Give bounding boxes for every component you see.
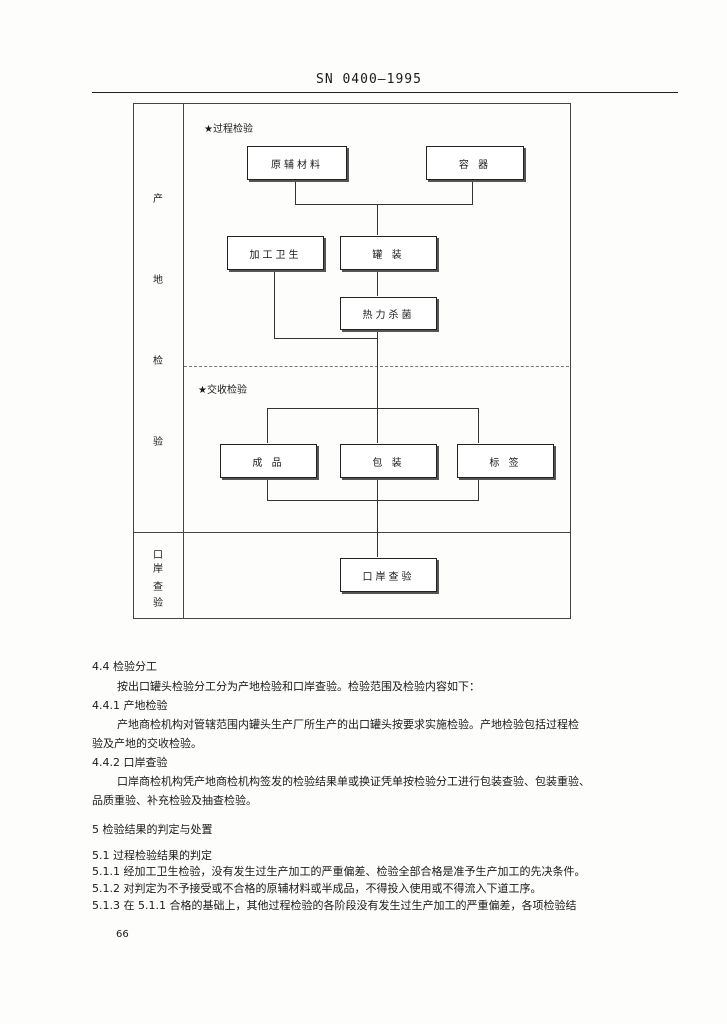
box-processing-hygiene: 加工卫生	[227, 236, 324, 270]
connector	[267, 408, 268, 443]
section-4-4-text: 按出口罐头检验分工分为产地检验和口岸查验。检验范围及检验内容如下：	[117, 680, 480, 693]
side-label-port-1: 口	[153, 550, 163, 561]
side-label-port-4: 验	[153, 598, 163, 609]
section-4-4-2-heading: 4.4.2 口岸查验	[92, 756, 168, 769]
connector	[295, 204, 473, 205]
connector	[295, 180, 296, 204]
section-4-4-heading: 4.4 检验分工	[92, 660, 157, 673]
header-rule	[92, 92, 678, 93]
box-packaging: 包 装	[340, 444, 437, 478]
side-label-origin-1: 产	[153, 194, 163, 205]
box-finished-product: 成 品	[220, 444, 317, 478]
standard-number: SN 0400—1995	[316, 72, 422, 87]
section-4-4-1-heading: 4.4.1 产地检验	[92, 699, 168, 712]
section-5-1-3: 5.1.3 在 5.1.1 合格的基础上，其他过程检验的各阶段没有发生过生产加工…	[92, 899, 577, 912]
side-label-origin-3: 检	[153, 356, 163, 367]
section-4-4-1-text-1: 产地商检机构对管辖范围内罐头生产厂所生产的出口罐头按要求实施检验。产地检验包括过…	[117, 718, 579, 731]
connector	[274, 338, 378, 339]
section-5-1-2: 5.1.2 对判定为不予接受或不合格的原辅材料或半成品，不得投入使用或不得流入下…	[92, 882, 542, 895]
connector	[478, 408, 479, 443]
section-4-4-1-text-2: 验及产地的交收检验。	[92, 737, 202, 750]
connector	[377, 330, 378, 408]
connector	[377, 478, 378, 557]
box-port-inspection: 口岸查验	[340, 558, 437, 592]
box-raw-materials: 原辅材料	[247, 146, 347, 180]
acceptance-divider	[184, 366, 569, 367]
port-divider	[133, 532, 570, 533]
side-label-origin-4: 验	[153, 437, 163, 448]
connector	[377, 408, 378, 443]
side-label-port-3: 查	[153, 582, 163, 593]
connector	[274, 270, 275, 338]
page-number: 66	[116, 929, 129, 940]
box-labeling: 标 签	[457, 444, 554, 478]
connector	[377, 204, 378, 235]
section-4-4-2-text-1: 口岸商检机构凭产地商检机构签发的检验结果单或换证凭单按检验分工进行包装查验、包装…	[117, 775, 590, 788]
section-5-1-1: 5.1.1 经加工卫生检验，没有发生过生产加工的严重偏差、检验全部合格是准予生产…	[92, 865, 586, 878]
section-process-inspection: ★过程检验	[204, 124, 253, 135]
section-5-1-heading: 5.1 过程检验结果的判定	[92, 849, 212, 862]
connector	[377, 270, 378, 296]
section-5-heading: 5 检验结果的判定与处置	[92, 823, 213, 836]
connector	[478, 478, 479, 500]
box-heat-sterilization: 热力杀菌	[340, 297, 437, 330]
connector	[472, 180, 473, 204]
label-column-divider	[183, 103, 184, 619]
connector	[267, 408, 479, 409]
box-canning: 罐 装	[340, 236, 437, 270]
connector	[267, 500, 479, 501]
section-4-4-2-text-2: 品质重验、补充检验及抽查检验。	[92, 794, 257, 807]
box-container: 容 器	[426, 146, 524, 180]
side-label-origin-2: 地	[153, 275, 163, 286]
side-label-port-2: 岸	[153, 564, 163, 575]
flowchart-frame	[133, 103, 571, 619]
connector	[267, 478, 268, 500]
section-acceptance-inspection: ★交收检验	[198, 385, 247, 396]
